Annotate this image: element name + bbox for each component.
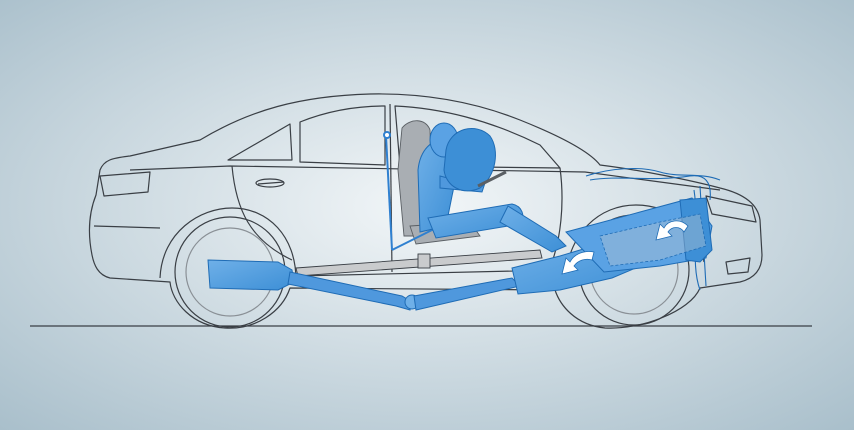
floor-rail-joint bbox=[418, 254, 430, 268]
rear-rail-block bbox=[208, 260, 294, 290]
seat-belt-anchor bbox=[384, 132, 390, 138]
